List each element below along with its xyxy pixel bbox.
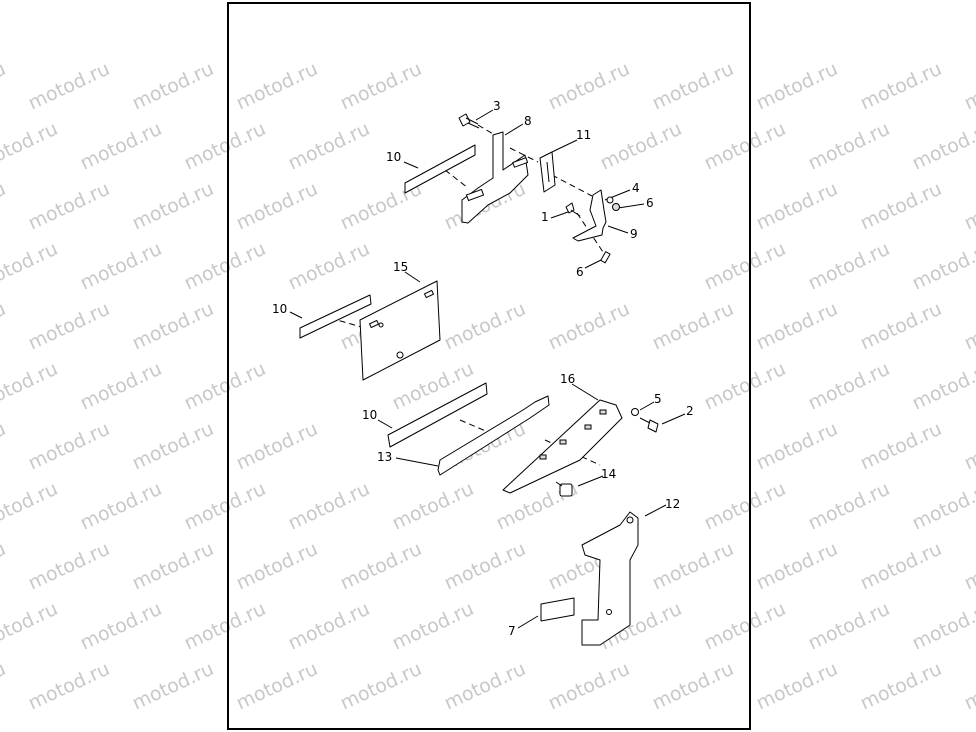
callout-11: 11 bbox=[576, 128, 591, 142]
part-10-strip bbox=[404, 144, 476, 194]
callout-labels: 3 8 11 10 4 6 1 9 6 15 10 16 5 2 10 13 1… bbox=[272, 99, 694, 638]
callout-14: 14 bbox=[601, 467, 616, 481]
part-7-pad bbox=[540, 597, 575, 622]
part-6-pin bbox=[600, 251, 611, 264]
callout-9: 9 bbox=[630, 227, 638, 241]
part-15-plate bbox=[359, 280, 441, 381]
callout-8: 8 bbox=[524, 114, 532, 128]
leader-lines bbox=[289, 109, 686, 629]
callout-16: 16 bbox=[560, 372, 575, 386]
part-13-rail bbox=[437, 395, 550, 476]
part-10-strip bbox=[387, 382, 488, 448]
callout-13: 13 bbox=[377, 450, 392, 464]
part-1-bolt bbox=[565, 202, 581, 217]
part-9-bracket bbox=[572, 189, 607, 242]
part-3-bolt bbox=[458, 113, 480, 129]
callout-6: 6 bbox=[576, 265, 584, 279]
part-4-washer bbox=[606, 196, 614, 204]
callout-15: 15 bbox=[393, 260, 408, 274]
part-5-washer bbox=[631, 408, 639, 416]
callout-5: 5 bbox=[654, 392, 662, 406]
callout-10: 10 bbox=[386, 150, 401, 164]
part-14-knob bbox=[555, 481, 573, 497]
part-10-strip bbox=[299, 294, 372, 339]
callout-7: 7 bbox=[508, 624, 516, 638]
callout-4: 4 bbox=[632, 181, 640, 195]
part-6-nut bbox=[612, 203, 620, 211]
callout-12: 12 bbox=[665, 497, 680, 511]
callout-10: 10 bbox=[362, 408, 377, 422]
callout-2: 2 bbox=[686, 404, 694, 418]
diagram-frame bbox=[227, 2, 751, 730]
callout-10: 10 bbox=[272, 302, 287, 316]
part-2-bolt bbox=[639, 417, 659, 433]
callout-3: 3 bbox=[493, 99, 501, 113]
callout-1: 1 bbox=[541, 210, 549, 224]
part-8-bracket bbox=[461, 131, 529, 224]
part-16-plate bbox=[502, 399, 623, 494]
callout-6: 6 bbox=[646, 196, 654, 210]
part-12-bracket bbox=[581, 511, 639, 646]
